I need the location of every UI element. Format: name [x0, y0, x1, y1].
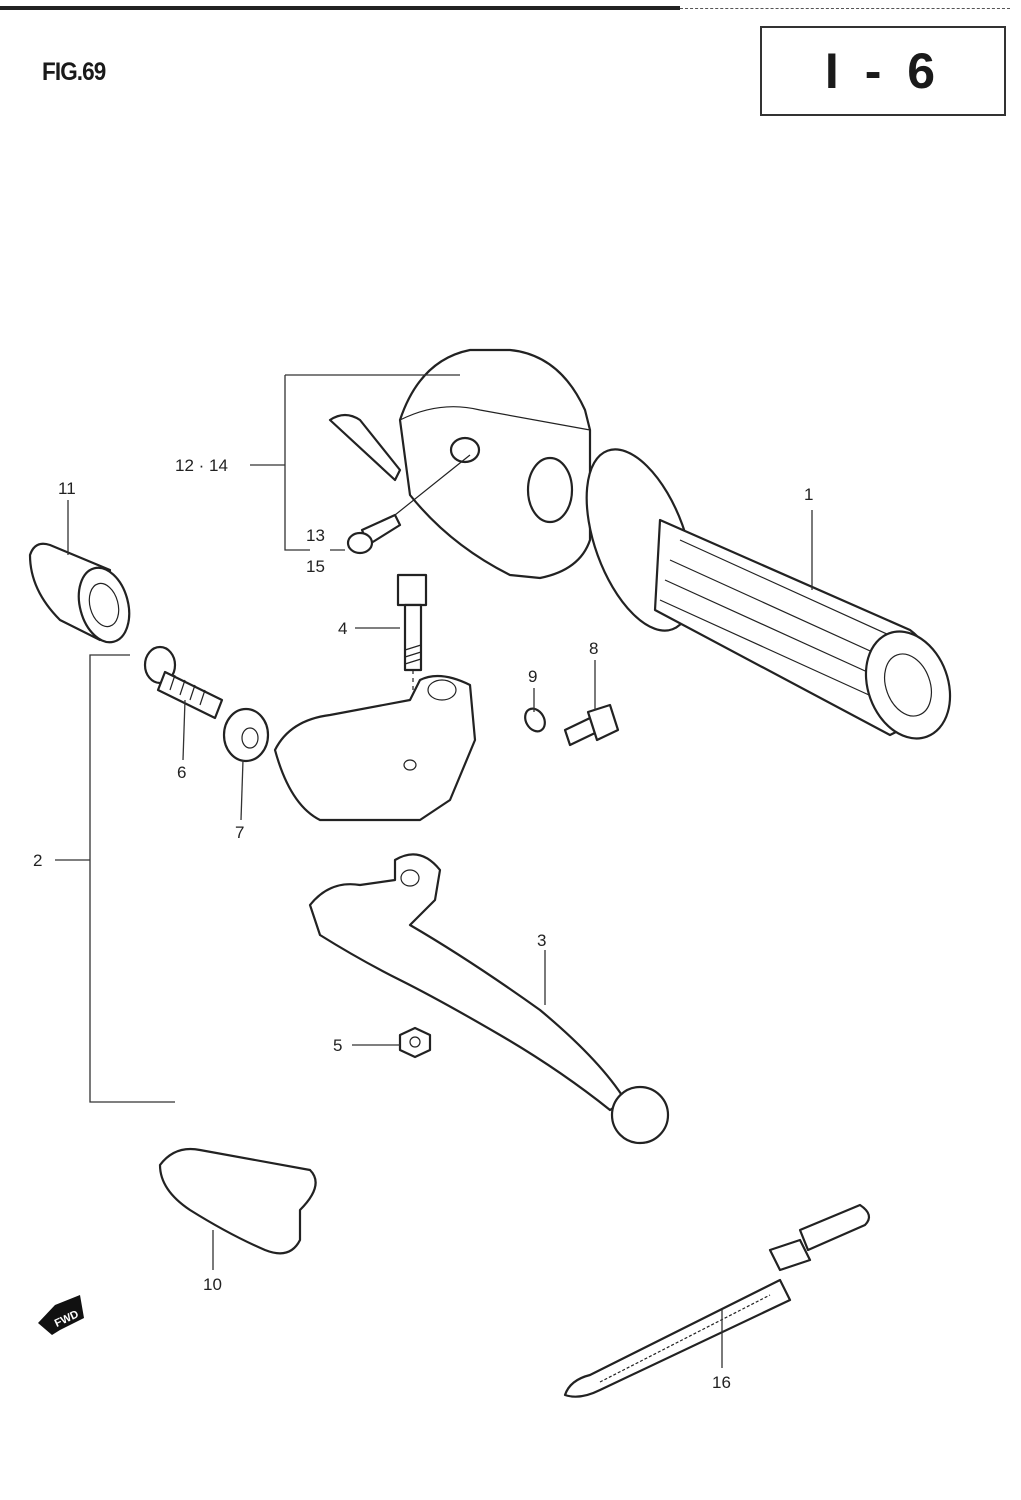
page-reference-box: I - 6	[760, 26, 1006, 116]
bracket-bolt	[563, 703, 620, 747]
grip	[585, 448, 952, 740]
hex-nut	[398, 1026, 432, 1059]
callout-2: 2	[33, 851, 42, 870]
callout-5: 5	[333, 1036, 342, 1055]
cable-boot	[28, 542, 131, 644]
lock-nut	[222, 707, 270, 763]
top-border	[0, 6, 680, 10]
callout-10: 10	[203, 1275, 222, 1294]
screw-13	[346, 454, 471, 555]
figure-number: FIG.69	[42, 58, 106, 86]
pivot-bolt	[396, 573, 428, 740]
clutch-lever	[308, 853, 670, 1145]
callout-11: 11	[58, 479, 76, 498]
lever-bracket	[273, 674, 477, 822]
washer	[524, 707, 546, 733]
callout-6: 6	[177, 763, 186, 782]
callout-15: 15	[306, 557, 325, 576]
top-border-dashed	[680, 8, 1010, 10]
callout-3: 3	[537, 931, 546, 950]
callout-8: 8	[589, 639, 598, 658]
adjuster-bolt	[143, 645, 224, 720]
callout-4: 4	[338, 619, 347, 638]
callout-13: 13	[306, 526, 325, 545]
leader-lines	[55, 374, 813, 1368]
callout-7: 7	[235, 823, 244, 842]
forward-direction-arrow: FWD	[38, 1295, 84, 1335]
switch-housing	[328, 348, 592, 580]
callout-9: 9	[528, 667, 537, 686]
cable-tie	[563, 1203, 871, 1398]
callout-12-14: 12 · 14	[175, 456, 228, 475]
lever-cover	[158, 1147, 317, 1255]
callout-1: 1	[804, 485, 813, 504]
callout-16: 16	[712, 1373, 731, 1392]
